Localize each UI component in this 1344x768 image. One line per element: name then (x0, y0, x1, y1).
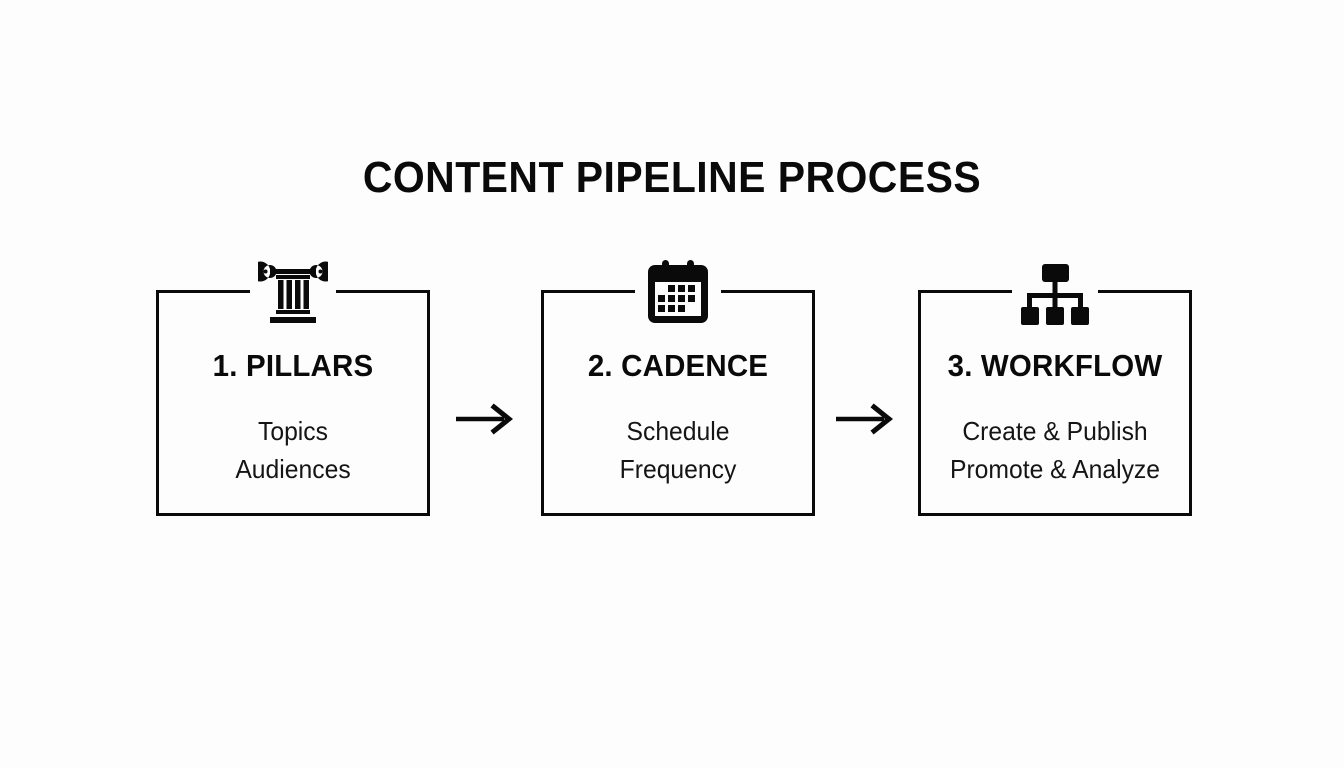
stage-heading: 1. PILLARS (212, 348, 374, 383)
stage-detail-list: Schedule Frequency (541, 412, 815, 488)
page-title: CONTENT PIPELINE PROCESS (362, 153, 982, 202)
box-bottom-edge (918, 513, 1192, 516)
stage-detail-list: Create & Publish Promote & Analyze (918, 412, 1192, 488)
process-stage-row: 1. PILLARS Topics Audiences (156, 256, 1192, 519)
box-left-edge (918, 290, 921, 516)
stage-card-cadence[interactable]: 2. CADENCE Schedule Frequency (541, 256, 815, 516)
box-bottom-edge (541, 513, 815, 516)
box-right-edge (812, 290, 815, 516)
box-left-edge (156, 290, 159, 516)
stage-detail-line: Frequency (619, 454, 737, 484)
box-top-right-edge (718, 290, 815, 293)
stage-heading: 3. WORKFLOW (947, 348, 1163, 383)
stage-heading: 2. CADENCE (587, 348, 769, 383)
org-chart-icon (1012, 256, 1098, 326)
arrow-right-icon (454, 402, 518, 436)
stage-card-pillars[interactable]: 1. PILLARS Topics Audiences (156, 256, 430, 516)
box-top-right-edge (333, 290, 430, 293)
stage-card-workflow[interactable]: 3. WORKFLOW Create & Publish Promote & A… (918, 256, 1192, 516)
stage-detail-line: Create & Publish (962, 416, 1148, 446)
box-bottom-edge (156, 513, 430, 516)
stage-detail-line: Topics (257, 416, 329, 446)
arrow-right-icon (834, 402, 898, 436)
stage-detail-list: Topics Audiences (156, 412, 430, 488)
stage-detail-line: Audiences (235, 454, 351, 484)
box-top-left-edge (156, 290, 253, 293)
box-left-edge (541, 290, 544, 516)
calendar-icon (635, 256, 721, 326)
box-right-edge (427, 290, 430, 516)
stage-detail-line: Promote & Analyze (949, 454, 1161, 484)
box-top-left-edge (918, 290, 1015, 293)
box-right-edge (1189, 290, 1192, 516)
box-top-right-edge (1095, 290, 1192, 293)
box-top-left-edge (541, 290, 638, 293)
stage-detail-line: Schedule (626, 416, 730, 446)
classical-pillar-icon (250, 256, 336, 326)
